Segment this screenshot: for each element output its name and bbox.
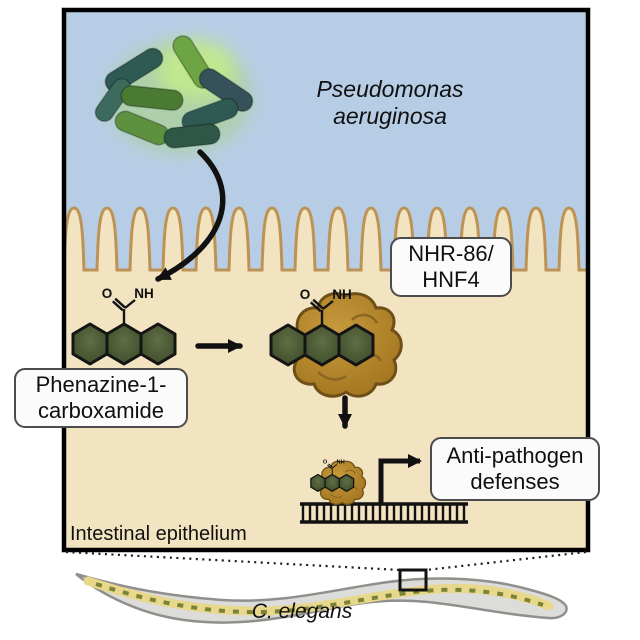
bacterium-rod	[198, 68, 254, 112]
projection-line-left	[65, 550, 401, 572]
bacterium-rod	[120, 85, 184, 111]
dna-icon	[300, 502, 468, 524]
bacterium-rod	[163, 123, 221, 149]
microvilli-membrane-icon	[62, 206, 588, 272]
bacterium-rod	[94, 77, 132, 123]
c-elegans-worm-icon	[75, 572, 568, 624]
transcription-arrow-icon	[378, 454, 422, 505]
receptor-name-label: NHR-86/ HNF4	[390, 237, 512, 297]
ligand-name-label: Phenazine-1- carboxamide	[14, 368, 188, 428]
outcome-label: Anti-pathogen defenses	[430, 437, 600, 501]
diagram-border	[61, 7, 591, 553]
tissue-label: Intestinal epithelium	[70, 523, 247, 545]
projection-line-right	[425, 550, 587, 572]
zoom-region-rect	[398, 568, 428, 592]
organism-label: C. elegans	[251, 600, 353, 623]
pseudomonas-bacteria-icon	[94, 35, 254, 153]
bacteria-name-label: Pseudomonas aeruginosa	[316, 76, 464, 129]
bacteria-entry-arrow	[155, 149, 226, 282]
bacterium-rod	[181, 97, 239, 133]
